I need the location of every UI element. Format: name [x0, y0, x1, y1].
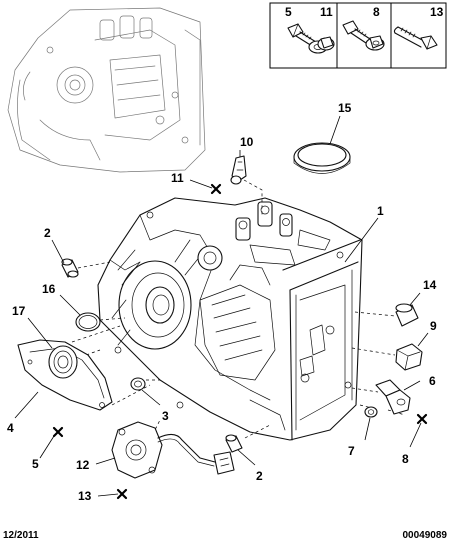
- callout-2-lower: 2: [256, 469, 263, 483]
- leader-lines: [14, 115, 429, 497]
- bolt-5-icon: [287, 23, 317, 47]
- seal-part-17: [48, 345, 78, 379]
- callout-4: 4: [7, 421, 14, 435]
- fastener-marker-13: [116, 488, 128, 500]
- footer-date: 12/2011: [3, 530, 39, 541]
- callout-11: 11: [171, 171, 184, 185]
- o-ring-part-16: [75, 312, 101, 332]
- callout-16: 16: [42, 282, 56, 296]
- seal-ring-part-15: [293, 142, 351, 174]
- bolt-13-icon: [393, 26, 438, 50]
- reference-gearbox-view: [7, 7, 206, 173]
- callout-12: 12: [76, 458, 90, 472]
- callout-7: 7: [348, 444, 355, 458]
- fastener-marker-11: [210, 183, 222, 195]
- dowel-part-2-upper: [61, 258, 79, 278]
- callout-8: 8: [402, 452, 409, 466]
- box-label-11: 11: [320, 5, 333, 19]
- box-label-8: 8: [373, 5, 380, 19]
- sleeve-part-3: [130, 377, 146, 391]
- fastener-markers: [52, 183, 428, 500]
- callout-2-upper: 2: [44, 226, 51, 240]
- callout-9: 9: [430, 319, 437, 333]
- plug-part-14: [395, 303, 419, 327]
- speed-sensor-part-6: [375, 379, 411, 415]
- box-label-5: 5: [285, 5, 292, 19]
- bolt-8-icon: [342, 20, 385, 51]
- callout-17: 17: [12, 304, 26, 318]
- fastener-reference-box: 5 11 8 13: [269, 2, 447, 69]
- callout-13: 13: [78, 489, 92, 503]
- washer-part-7: [364, 406, 378, 418]
- gearbox-casing: [97, 197, 363, 441]
- fastener-marker-8: [416, 413, 428, 425]
- callout-labels: 1 2 2 3 4 5 6 7 8 9 10 11 12 13 14 15 16…: [7, 101, 437, 503]
- bolt-11-icon: [308, 36, 335, 54]
- bracket-part-10: [230, 155, 247, 185]
- assembly-guide-lines: [57, 179, 406, 441]
- callout-14: 14: [423, 278, 437, 292]
- callout-3: 3: [162, 409, 169, 423]
- dowel-part-2-lower: [225, 434, 243, 453]
- callout-10: 10: [240, 135, 254, 149]
- callout-15: 15: [338, 101, 352, 115]
- box-label-13: 13: [430, 5, 444, 19]
- callout-6: 6: [429, 374, 436, 388]
- callout-1: 1: [377, 204, 384, 218]
- footer-reference: 00049089: [403, 530, 448, 541]
- fastener-marker-5: [52, 426, 64, 438]
- callout-5: 5: [32, 457, 39, 471]
- seal-cap-part-9: [395, 343, 423, 371]
- sensor-part-12: [111, 421, 235, 479]
